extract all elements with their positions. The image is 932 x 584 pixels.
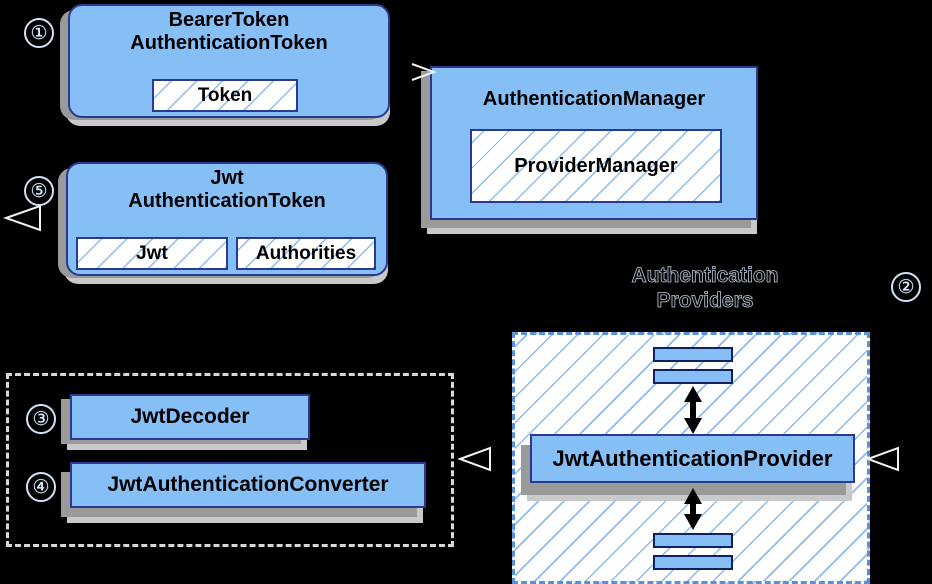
step-badge-4: ④	[26, 472, 56, 502]
authentication-manager-node-title: AuthenticationManager	[482, 88, 706, 110]
jwt-authentication-provider-body[interactable]: JwtAuthenticationProvider	[530, 434, 855, 483]
arrowhead-left-providers-inbound	[457, 446, 491, 472]
provider-placeholder-bar-top-2	[653, 369, 733, 384]
provider-placeholder-bar-bottom-1	[653, 533, 733, 548]
authentication-providers-label: Authentication Providers	[631, 264, 779, 313]
arrowhead-left-providers-outbound	[865, 446, 899, 472]
provider-placeholder-bar-top-1	[653, 347, 733, 362]
jwt-authentication-converter-body[interactable]: JwtAuthenticationConverter	[70, 462, 426, 508]
authentication-manager-slot-provider-manager: ProviderManager	[470, 129, 722, 203]
step-badge-5: ⑤	[24, 176, 54, 206]
step-badge-3: ③	[26, 404, 56, 434]
bearer-token-slot-token: Token	[152, 79, 298, 112]
jwt-token-slot-jwt: Jwt	[76, 237, 228, 270]
provider-placeholder-bar-bottom-2	[653, 555, 733, 570]
jwt-token-slot-authorities: Authorities	[236, 237, 376, 270]
step-badge-1: ①	[24, 18, 54, 48]
jwt-support-group-frame	[6, 373, 454, 547]
bearer-token-node-title: BearerToken AuthenticationToken	[130, 9, 328, 54]
jwt-decoder-body[interactable]: JwtDecoder	[70, 394, 310, 440]
arrowhead-left-jwt-token	[2, 204, 41, 232]
step-badge-2: ②	[891, 272, 921, 302]
jwt-token-node-title: Jwt AuthenticationToken	[128, 167, 326, 212]
